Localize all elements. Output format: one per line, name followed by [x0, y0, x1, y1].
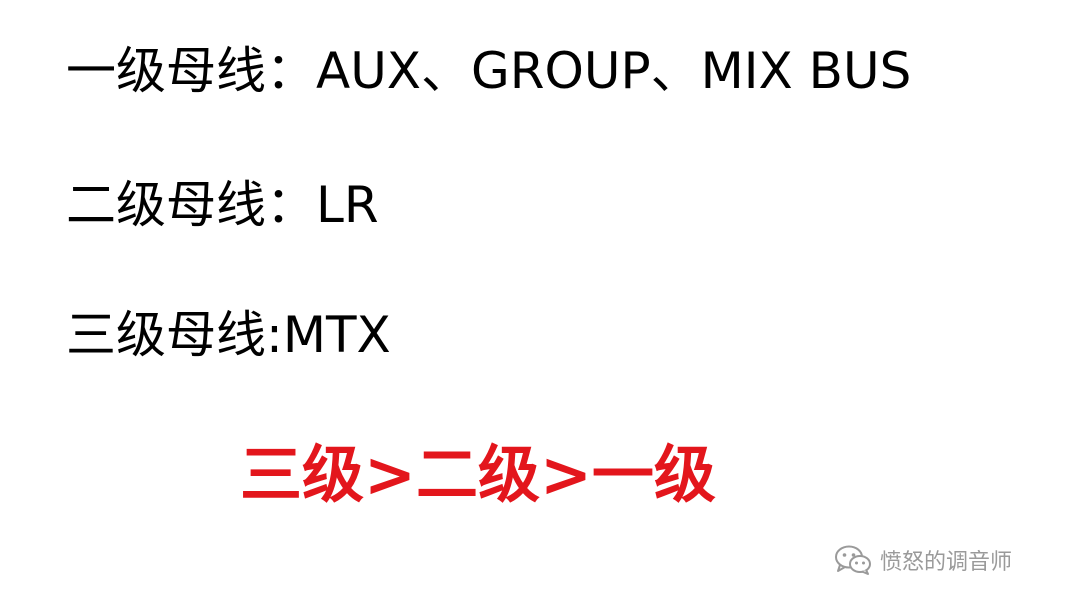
bus-level-2-value: LR [316, 176, 379, 234]
priority-statement: 三级>二级>一级 [240, 438, 716, 511]
watermark-text: 愤怒的调音师 [880, 550, 1013, 575]
bus-level-1-line: 一级母线：AUX、GROUP、MIX BUS [66, 46, 911, 96]
bus-level-1-label: 一级母线 [66, 42, 266, 100]
bus-level-1-separator: ： [266, 42, 316, 100]
bus-level-2-label: 二级母线 [66, 176, 266, 234]
bus-level-2-separator: ： [266, 176, 316, 234]
bus-level-3-line: 三级母线:MTX [66, 310, 391, 360]
watermark: 愤怒的调音师 [834, 540, 1012, 580]
bus-level-3-label: 三级母线 [66, 306, 266, 364]
bus-level-1-value: AUX、GROUP、MIX BUS [316, 42, 912, 100]
bus-level-3-separator: : [266, 306, 283, 364]
bus-level-3-value: MTX [282, 306, 391, 364]
bus-level-2-line: 二级母线：LR [66, 180, 379, 230]
wechat-icon [834, 544, 872, 576]
